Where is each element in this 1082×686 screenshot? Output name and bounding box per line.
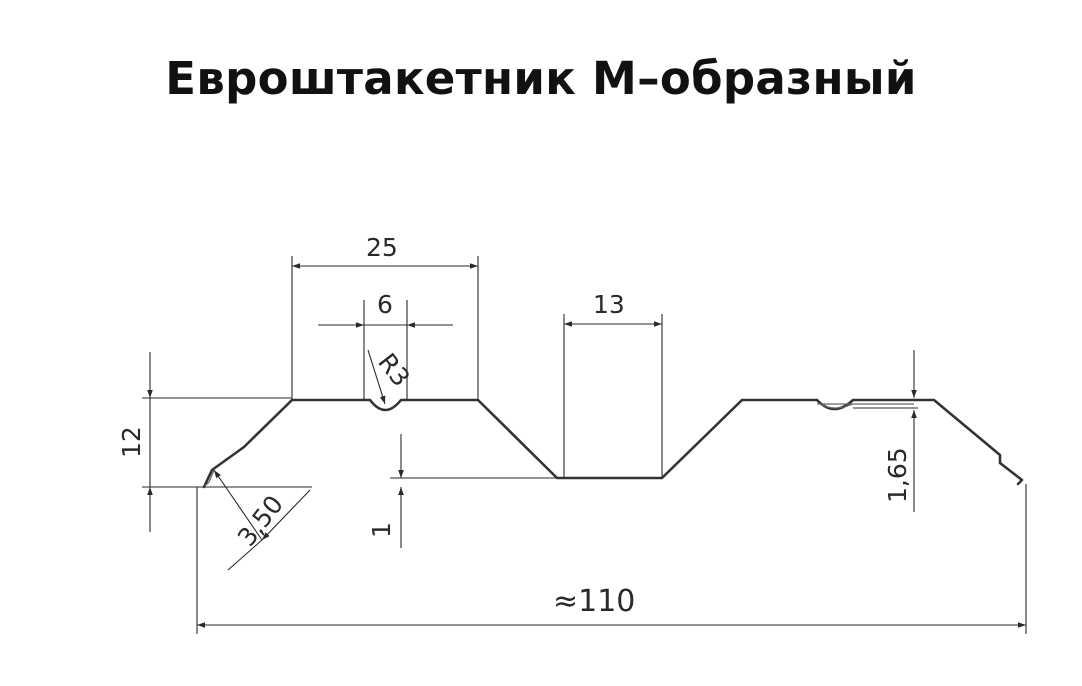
dim-label-1: 1 xyxy=(367,522,396,538)
radius-leader xyxy=(367,349,386,405)
profile-fold xyxy=(203,469,215,488)
profile-fold xyxy=(819,403,854,409)
dim-label-12: 12 xyxy=(117,426,146,458)
dim-label-6: 6 xyxy=(377,290,393,319)
dim-label-13: 13 xyxy=(593,290,625,319)
page-title: Евроштакетник М–образный xyxy=(165,52,917,105)
dim-label-25: 25 xyxy=(366,233,398,262)
dimension-line-350 xyxy=(227,539,263,571)
dim-label-165: 1,65 xyxy=(883,447,912,503)
dimension-line-350 xyxy=(261,489,311,541)
dimension-line-350 xyxy=(213,469,263,541)
dim-label-110: ≈110 xyxy=(553,584,635,619)
